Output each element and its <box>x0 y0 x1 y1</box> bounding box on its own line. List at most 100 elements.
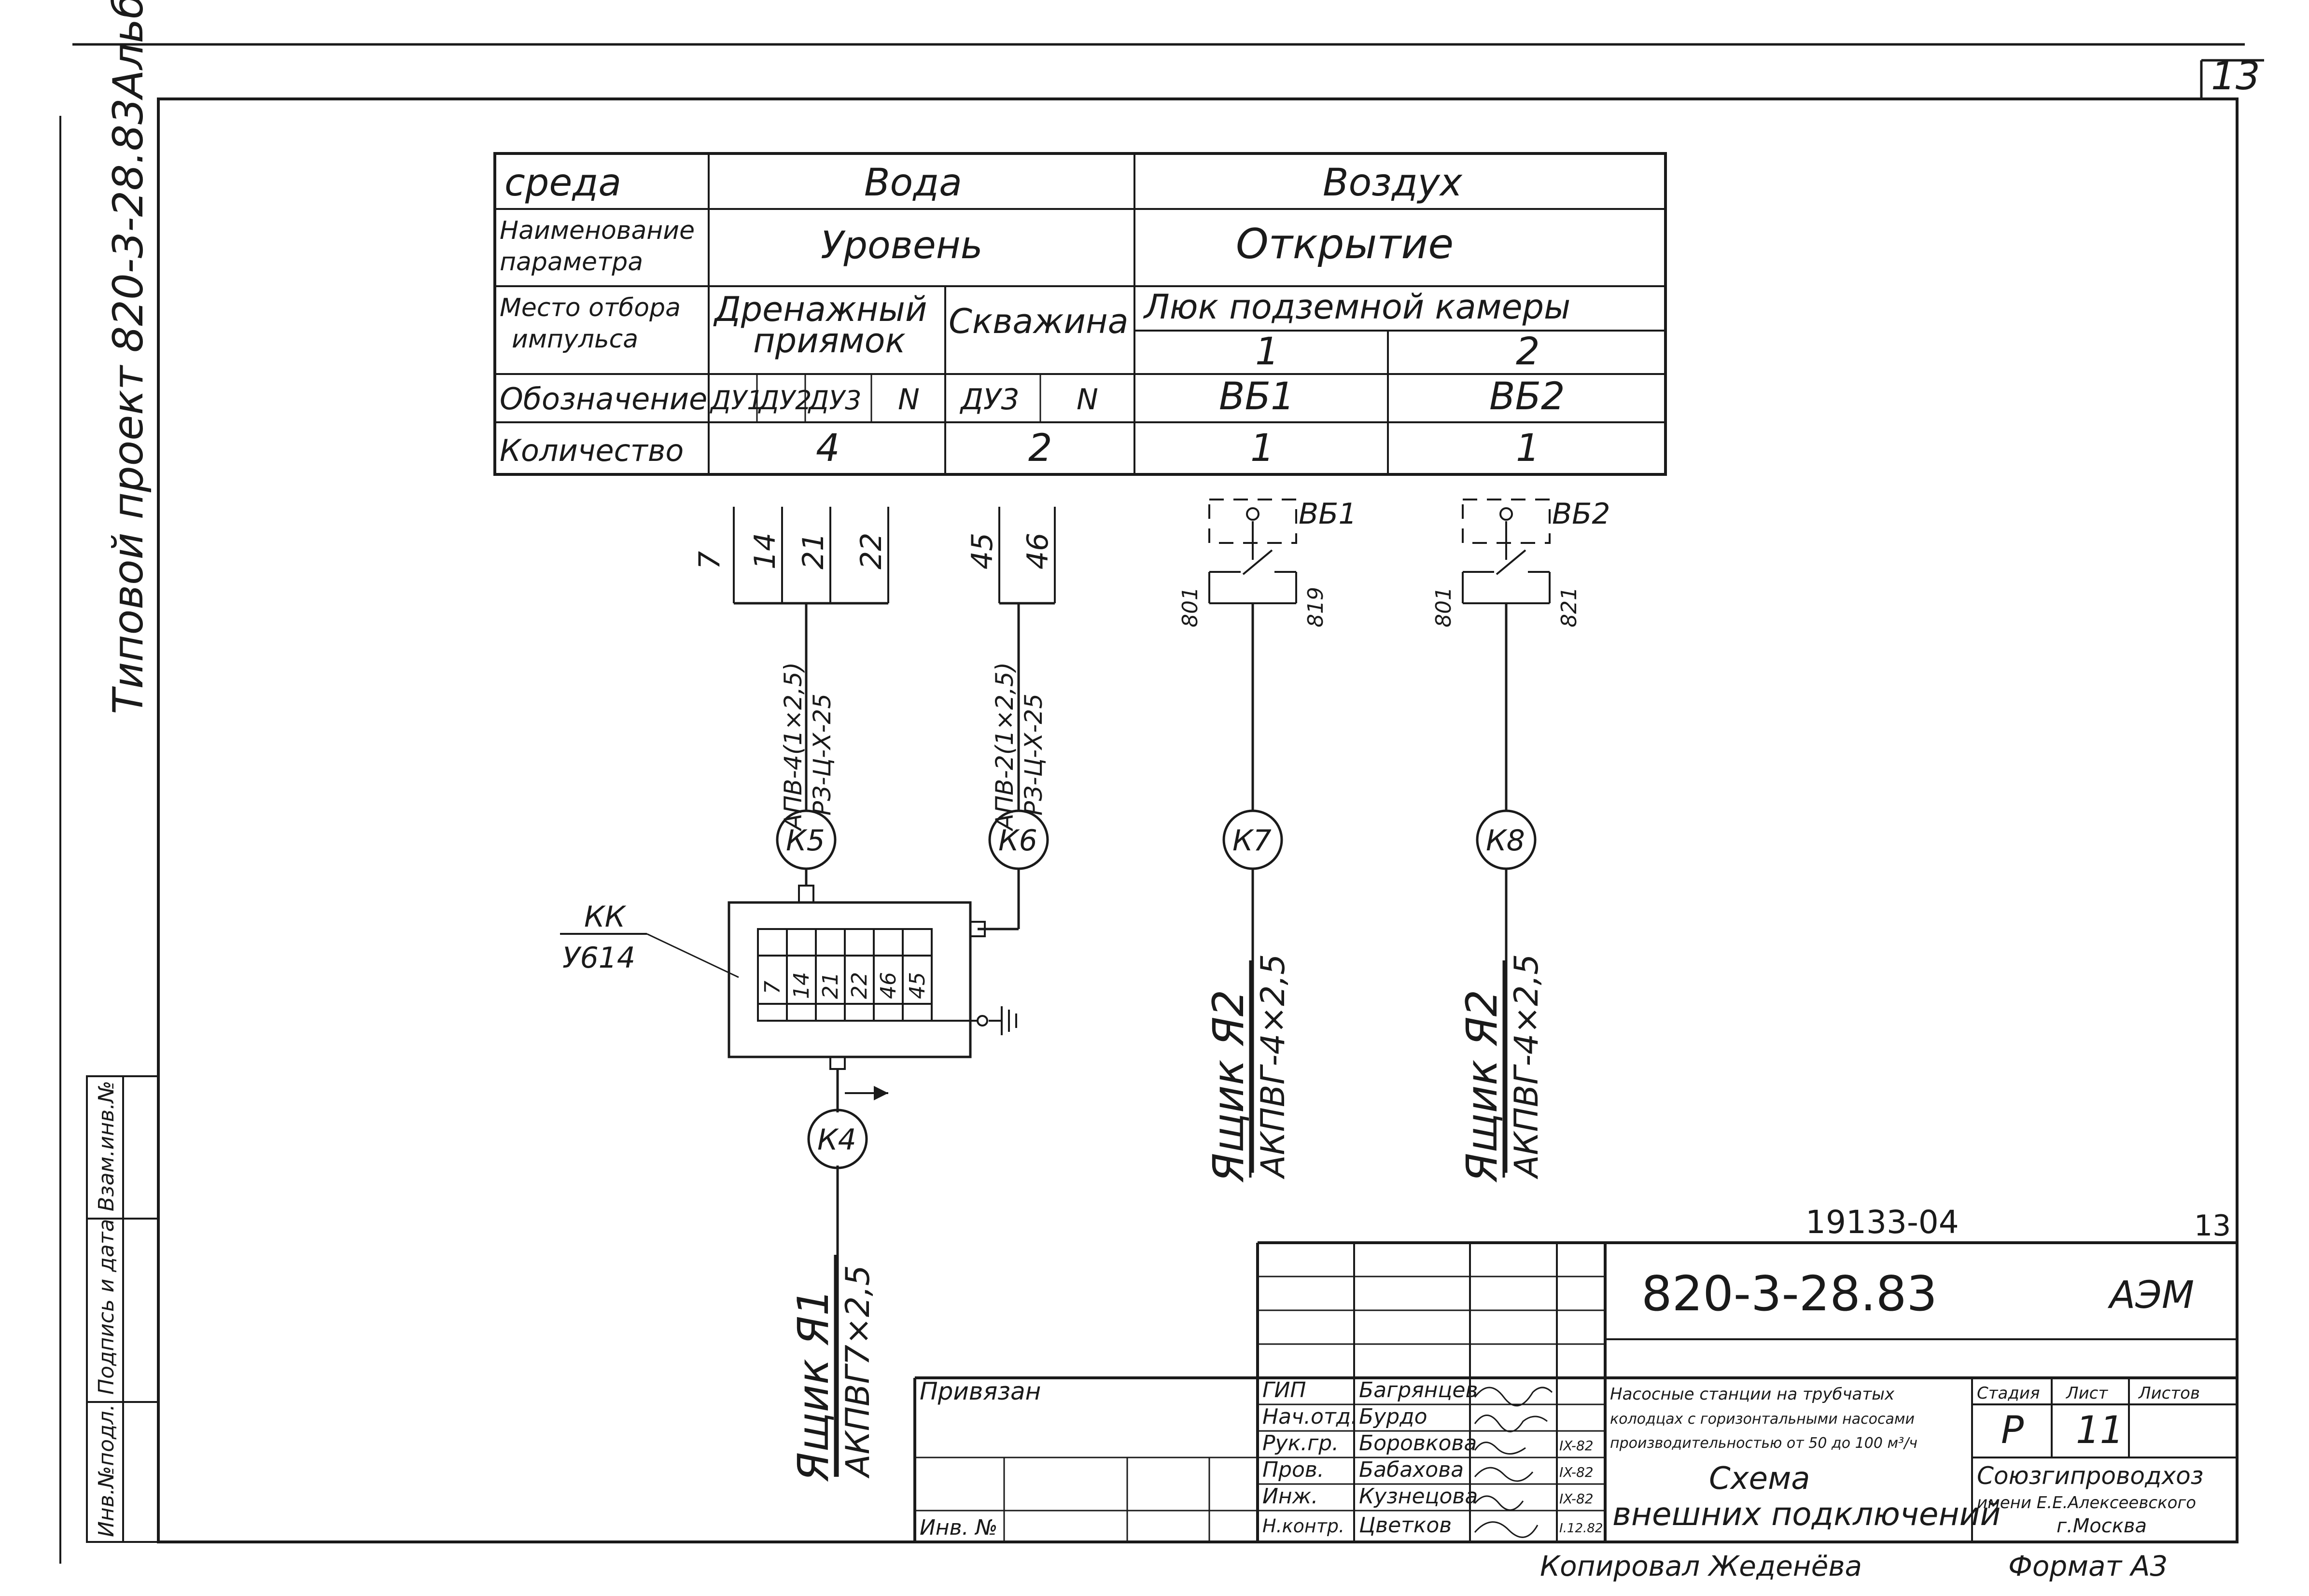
hatch-2: 2 <box>1516 330 1540 374</box>
date-eng: IX-82 <box>1559 1491 1594 1507</box>
role-norm: Н.контр. <box>1262 1515 1344 1537</box>
name-head: Бурдо <box>1359 1404 1427 1429</box>
copied-by: Копировал Жеденёва <box>1540 1550 1862 1582</box>
quantity-well: 2 <box>1028 427 1052 470</box>
terminal-46: 46 <box>1021 533 1055 569</box>
box-k7-name: Ящик Я2 <box>1203 990 1253 1183</box>
organization-2: имени Е.Е.Алексеевского <box>1977 1493 2196 1513</box>
bound-label: Привязан <box>920 1377 1041 1405</box>
description-2: колодцах с горизонтальными насосами <box>1610 1411 1915 1428</box>
quantity-vb2: 1 <box>1516 427 1540 470</box>
medium-water: Вода <box>864 161 962 205</box>
organization-1: Союзгипроводхоз <box>1977 1462 2203 1490</box>
description-3: производительностью от 50 до 100 м³/ч <box>1610 1435 1917 1452</box>
jb-terminal-22: 22 <box>847 972 872 999</box>
organization-3: г.Москва <box>2057 1515 2147 1537</box>
location-hatch: Люк подземной камеры <box>1143 287 1570 327</box>
designation-vb1: ВБ1 <box>1219 375 1295 418</box>
row-label-parameter: Наименование <box>500 216 695 245</box>
switch-vb1 <box>1208 499 1297 604</box>
switch-vb1-right: 819 <box>1303 587 1328 627</box>
cable-k5: К5 <box>786 824 825 858</box>
switch-vb2 <box>1462 499 1551 604</box>
sheet-number-top: 13 <box>2194 1209 2231 1243</box>
sump-terminal-block <box>733 507 889 605</box>
date-group: IX-82 <box>1559 1438 1594 1454</box>
role-gip: ГИП <box>1262 1378 1306 1402</box>
parameter-table <box>493 152 1667 476</box>
sheets-label: Листов <box>2138 1384 2200 1403</box>
name-check: Бабахова <box>1359 1457 1464 1482</box>
cable-label-sump-2: РЗ-Ц-Х-25 <box>808 694 836 816</box>
name-eng: Кузнецова <box>1359 1484 1478 1509</box>
terminal-22: 22 <box>854 533 888 569</box>
jb-terminal-45: 45 <box>905 972 930 999</box>
stage-value: Р <box>2001 1409 2024 1452</box>
row-label-location: Место отбора <box>500 293 681 322</box>
row-label-location-2: импульса <box>512 325 638 354</box>
quantity-sump: 4 <box>816 427 840 470</box>
designation-n1: N <box>898 383 920 416</box>
sheet-label: Лист <box>2065 1384 2108 1403</box>
cable-label-well-1: АПВ-2(1×2,5) <box>991 662 1019 832</box>
title-block <box>913 1241 2237 1542</box>
signatures <box>1474 1387 1553 1538</box>
box-k4-cable: АКПВГ7×2,5 <box>839 1265 877 1479</box>
description-1: Насосные станции на трубчатых <box>1610 1385 1895 1404</box>
well-terminal-block <box>998 507 1056 605</box>
jb-terminal-7: 7 <box>760 981 785 994</box>
row-label-medium: среда <box>504 161 621 205</box>
switch-vb1-name: ВБ1 <box>1299 497 1357 531</box>
role-group: Рук.гр. <box>1262 1431 1339 1456</box>
name-gip: Багрянцев <box>1359 1378 1478 1402</box>
junction-box-type: У614 <box>562 941 635 975</box>
role-head: Нач.отд. <box>1262 1404 1357 1429</box>
margin-stamp <box>86 1075 159 1543</box>
date-norm: I.12.82 <box>1559 1521 1603 1536</box>
paper-format: Формат А3 <box>2008 1550 2168 1582</box>
row-label-parameter-2: параметра <box>500 248 643 277</box>
switch-vb2-right: 821 <box>1557 587 1581 627</box>
designation-du3-well: ДУ3 <box>959 383 1020 416</box>
cable-k4: К4 <box>817 1123 856 1157</box>
drawing-title-2: внешних подключений <box>1612 1496 2001 1533</box>
name-group: Боровкова <box>1359 1431 1477 1456</box>
location-sump-2: приямок <box>753 321 906 361</box>
cable-label-well-2: РЗ-Ц-Х-25 <box>1020 694 1048 816</box>
box-k8-name: Ящик Я2 <box>1457 990 1507 1183</box>
quantity-vb1: 1 <box>1250 427 1274 470</box>
terminal-7: 7 <box>693 551 727 569</box>
switch-vb2-name: ВБ2 <box>1552 497 1610 531</box>
terminal-14: 14 <box>748 533 782 569</box>
switch-vb1-left: 801 <box>1178 587 1203 627</box>
row-label-quantity: Количество <box>500 433 684 468</box>
role-check: Пров. <box>1262 1457 1324 1482</box>
designation-du3: ДУ3 <box>808 385 861 416</box>
switch-vb2-left: 801 <box>1431 587 1456 627</box>
medium-air: Воздух <box>1323 161 1463 205</box>
box-k4-name: Ящик Я1 <box>788 1289 838 1482</box>
inv-no-label: Инв. № <box>920 1515 997 1540</box>
inventory-number: 19133-04 <box>1805 1204 1959 1241</box>
cable-label-sump-1: АПВ-4(1×2,5) <box>779 662 807 832</box>
stage-label: Стадия <box>1977 1384 2040 1403</box>
date-check: IX-82 <box>1559 1464 1594 1480</box>
jb-terminal-46: 46 <box>876 972 901 999</box>
cable-k6: К6 <box>998 824 1037 858</box>
designation-du1: ДУ1 <box>710 385 763 416</box>
parameter-level: Уровень <box>821 224 983 267</box>
box-k7-cable: АКПВГ-4×2,5 <box>1254 954 1292 1180</box>
drawing-code: 820-3-28.83 <box>1641 1265 1937 1322</box>
designation-vb2: ВБ2 <box>1489 375 1565 418</box>
role-eng: Инж. <box>1262 1484 1318 1509</box>
location-sump: Дренажный <box>713 290 927 329</box>
hatch-1: 1 <box>1255 330 1279 374</box>
cable-lines <box>805 603 1508 1477</box>
page-number: 13 <box>2211 54 2260 98</box>
cable-k8: К8 <box>1486 824 1525 858</box>
sheet-value: 11 <box>2076 1409 2124 1452</box>
margin-label-replace: Взам.инв.№ <box>94 1081 119 1211</box>
cable-k7: К7 <box>1232 824 1272 858</box>
designation-du2: ДУ2 <box>758 385 812 416</box>
